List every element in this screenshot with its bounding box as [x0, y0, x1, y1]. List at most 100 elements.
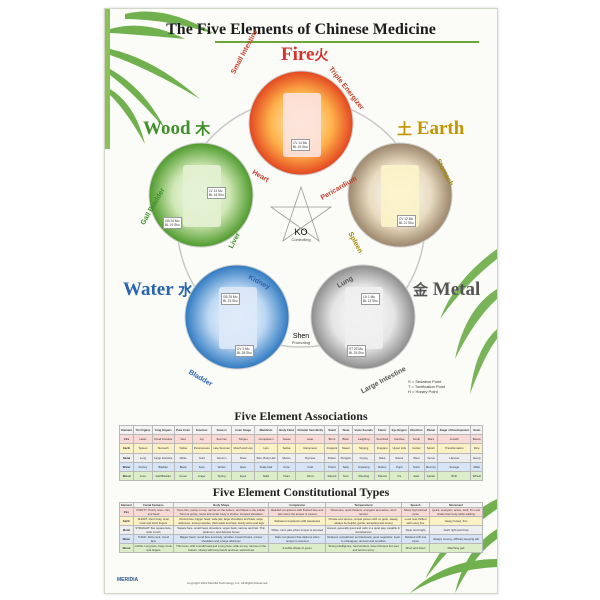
association-cell: Heart [133, 434, 153, 445]
association-cell: Beans [470, 434, 483, 445]
association-cell: Skin, Body Hair [254, 452, 278, 463]
constitutional-cell: Short and direct [400, 543, 431, 553]
association-cell: Hemp [470, 452, 483, 463]
wood-shu: BL 18 Shu [209, 193, 224, 197]
association-cell: Wind [294, 470, 326, 482]
constitutional-cell: Observant, quick thinkers, energetic and… [325, 507, 402, 517]
earth-card [381, 165, 419, 227]
association-cell: North [408, 461, 425, 472]
constitutional-cell: Square face, small head, shoulders, uppe… [172, 525, 270, 535]
constitutional-cell: LONG: Long face, body, trunk and fingers [132, 543, 174, 553]
element-water-char: 水 [178, 283, 194, 299]
association-cell: Gall Bladder [151, 470, 175, 482]
shen-subtitle: Promoting [291, 340, 311, 345]
constitutional-cell: Water [119, 534, 134, 544]
association-cell: Spring [210, 470, 233, 482]
element-metal-name: Metal [432, 279, 481, 300]
constitutional-cell: Fire [119, 507, 134, 517]
water-mu-shu: GB 25 Mu BL 23 Shu [221, 293, 240, 305]
association-cell: Yellow [173, 443, 193, 454]
association-cell: Metal [118, 452, 135, 463]
constitutional-cell: Sallowed complexion with sweetness [268, 516, 326, 526]
constitutional-cell: Metal [119, 525, 134, 535]
association-header-cell: Planet [423, 424, 439, 436]
constitutional-cell: Strong intelligence, hard workers, have … [325, 543, 402, 553]
fire-shu: BL 15 Shu [293, 145, 308, 149]
association-cell: Laughing [352, 434, 376, 445]
association-cell: Sweat [277, 434, 296, 445]
association-cell: Mouth and Lips [231, 443, 256, 454]
element-wood-label: Wood 木 [143, 118, 210, 140]
earth-mu-shu: CV 12 Mu BL 21 Shu [397, 215, 416, 227]
association-cell: Tears [277, 470, 296, 482]
association-cell: Growth [437, 434, 472, 445]
association-cell: East [408, 470, 425, 482]
constitutional-cell: Earth [119, 516, 134, 526]
water-shu-2: BL 28 Shu [237, 351, 252, 355]
association-header-cell: Body Fluid [277, 424, 296, 436]
wood-shu-2: BL 19 Shu [165, 223, 180, 227]
metal-mu: LU 1 Mu [363, 295, 376, 299]
association-cell: Fragrant [374, 443, 391, 454]
association-cell: Nose [231, 452, 256, 463]
element-earth-name: Earth [416, 118, 465, 139]
association-cell: South [408, 434, 425, 445]
association-cell: Small Intestine [151, 434, 175, 445]
association-cell: Late Summer [210, 443, 233, 454]
poster: The Five Elements of Chinese Medicine Fi… [104, 8, 498, 594]
constitutional-cell: STRAIGHT: flat, square face, wide mouth [132, 525, 174, 535]
association-cell: Grief [191, 452, 212, 463]
association-cell: Tongue [231, 434, 256, 445]
association-cell: Crying [352, 452, 376, 463]
association-cell: Rice [470, 443, 483, 454]
association-cell: Black [173, 461, 193, 472]
association-cell: Dryness [294, 452, 326, 463]
association-cell: Dampness [294, 443, 326, 454]
constitutional-cell: A subtle shade of green [268, 543, 326, 553]
wood-mu-2: GB 24 Mu [165, 219, 180, 223]
association-header-cell: Element [118, 424, 135, 436]
association-cell: Fire [118, 434, 135, 445]
association-header-cell: Stage of Development [437, 424, 472, 436]
association-header-cell: Smell [324, 424, 340, 436]
constitutional-cell: Clear and bright [400, 525, 431, 535]
association-cell: Bladder [151, 461, 175, 472]
association-cell: Joy [191, 434, 212, 445]
association-cell: Green [173, 470, 193, 482]
association-cell: Wheat [470, 470, 483, 482]
element-metal-char: 金 [413, 283, 429, 299]
association-cell: Kidney [133, 461, 153, 472]
constitutional-cell: Always moving, difficulty keeping still [429, 534, 483, 544]
constitutional-cell: Bigger head, round face and body, wrinkl… [172, 534, 270, 544]
shen-label: Shen Promoting [285, 333, 317, 345]
legend-tonification: T = Tonification Point [408, 384, 446, 389]
association-cell: Red [173, 434, 193, 445]
water-mu-2: CV 3 Mu [237, 347, 250, 351]
constitutional-cell: Thin torso, with a small head and a long… [172, 543, 270, 553]
association-cell: Groaning [352, 461, 376, 472]
constitutional-cell: Quick, energetic, active, swift, firm an… [429, 507, 483, 517]
association-cell: Mars [423, 434, 439, 445]
earth-mu: CV 12 Mu [399, 217, 414, 221]
wood-mu: LV 14 Mu [209, 189, 223, 193]
association-cell: Upper Lids [389, 443, 410, 454]
association-cell: West [408, 452, 425, 463]
element-wood-char: 木 [195, 122, 211, 138]
association-header-cell: Season [210, 424, 233, 436]
title-underline [215, 41, 479, 43]
association-cell: Sclera [389, 452, 410, 463]
element-earth-char: 土 [397, 122, 413, 138]
association-cell: Scorched [374, 434, 391, 445]
association-cell: Eyes [231, 470, 256, 482]
association-header-cell: Climatic Sensitivity [294, 424, 326, 436]
association-cell: Saturn [423, 443, 439, 454]
constitutional-cell: Private and sincere, simple person with … [325, 516, 402, 526]
association-cell: Pensiveness [191, 443, 212, 454]
five-element-diagram [148, 70, 453, 370]
association-cell: White [173, 452, 193, 463]
element-fire-label: Fire火 [281, 44, 328, 66]
